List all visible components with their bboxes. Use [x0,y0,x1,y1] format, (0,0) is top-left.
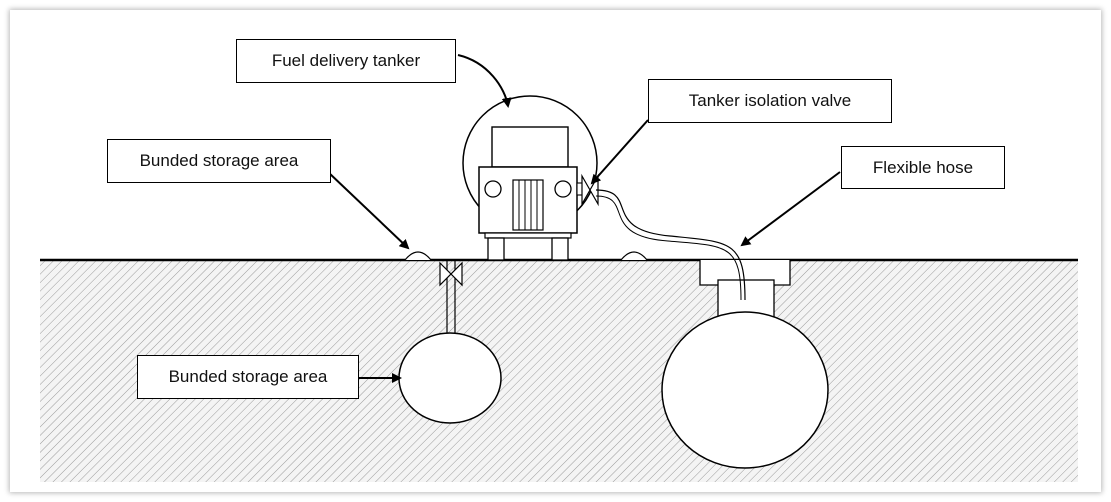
flexible-hose [595,189,746,301]
tanker-headlight-left [484,180,502,198]
label-bunded-storage-area-top: Bunded storage area [107,139,331,183]
label-tanker-isolation-valve: Tanker isolation valve [648,79,892,123]
tanker-wheel-left [487,237,505,261]
tanker-wheel-right [551,237,569,261]
right-storage-tank [661,311,829,469]
arrow-bunded-top [327,171,410,250]
ground-valve-icon [439,261,463,287]
bund-mound-right [620,251,648,261]
tanker-grille [512,179,544,231]
arrow-isolation-valve [590,119,649,185]
arrow-flexible-hose [740,171,841,247]
label-bunded-storage-area-bottom: Bunded storage area [137,355,359,399]
tanker-bumper [484,232,572,239]
label-flexible-hose: Flexible hose [841,146,1005,189]
arrow-fuel-tanker [457,54,512,108]
flexible-hose-inner [595,195,742,301]
tanker-headlight-right [554,180,572,198]
bund-mound-left [404,251,432,261]
label-fuel-delivery-tanker: Fuel delivery tanker [236,39,456,83]
left-storage-tank [398,332,502,424]
tanker-windscreen [491,126,569,168]
